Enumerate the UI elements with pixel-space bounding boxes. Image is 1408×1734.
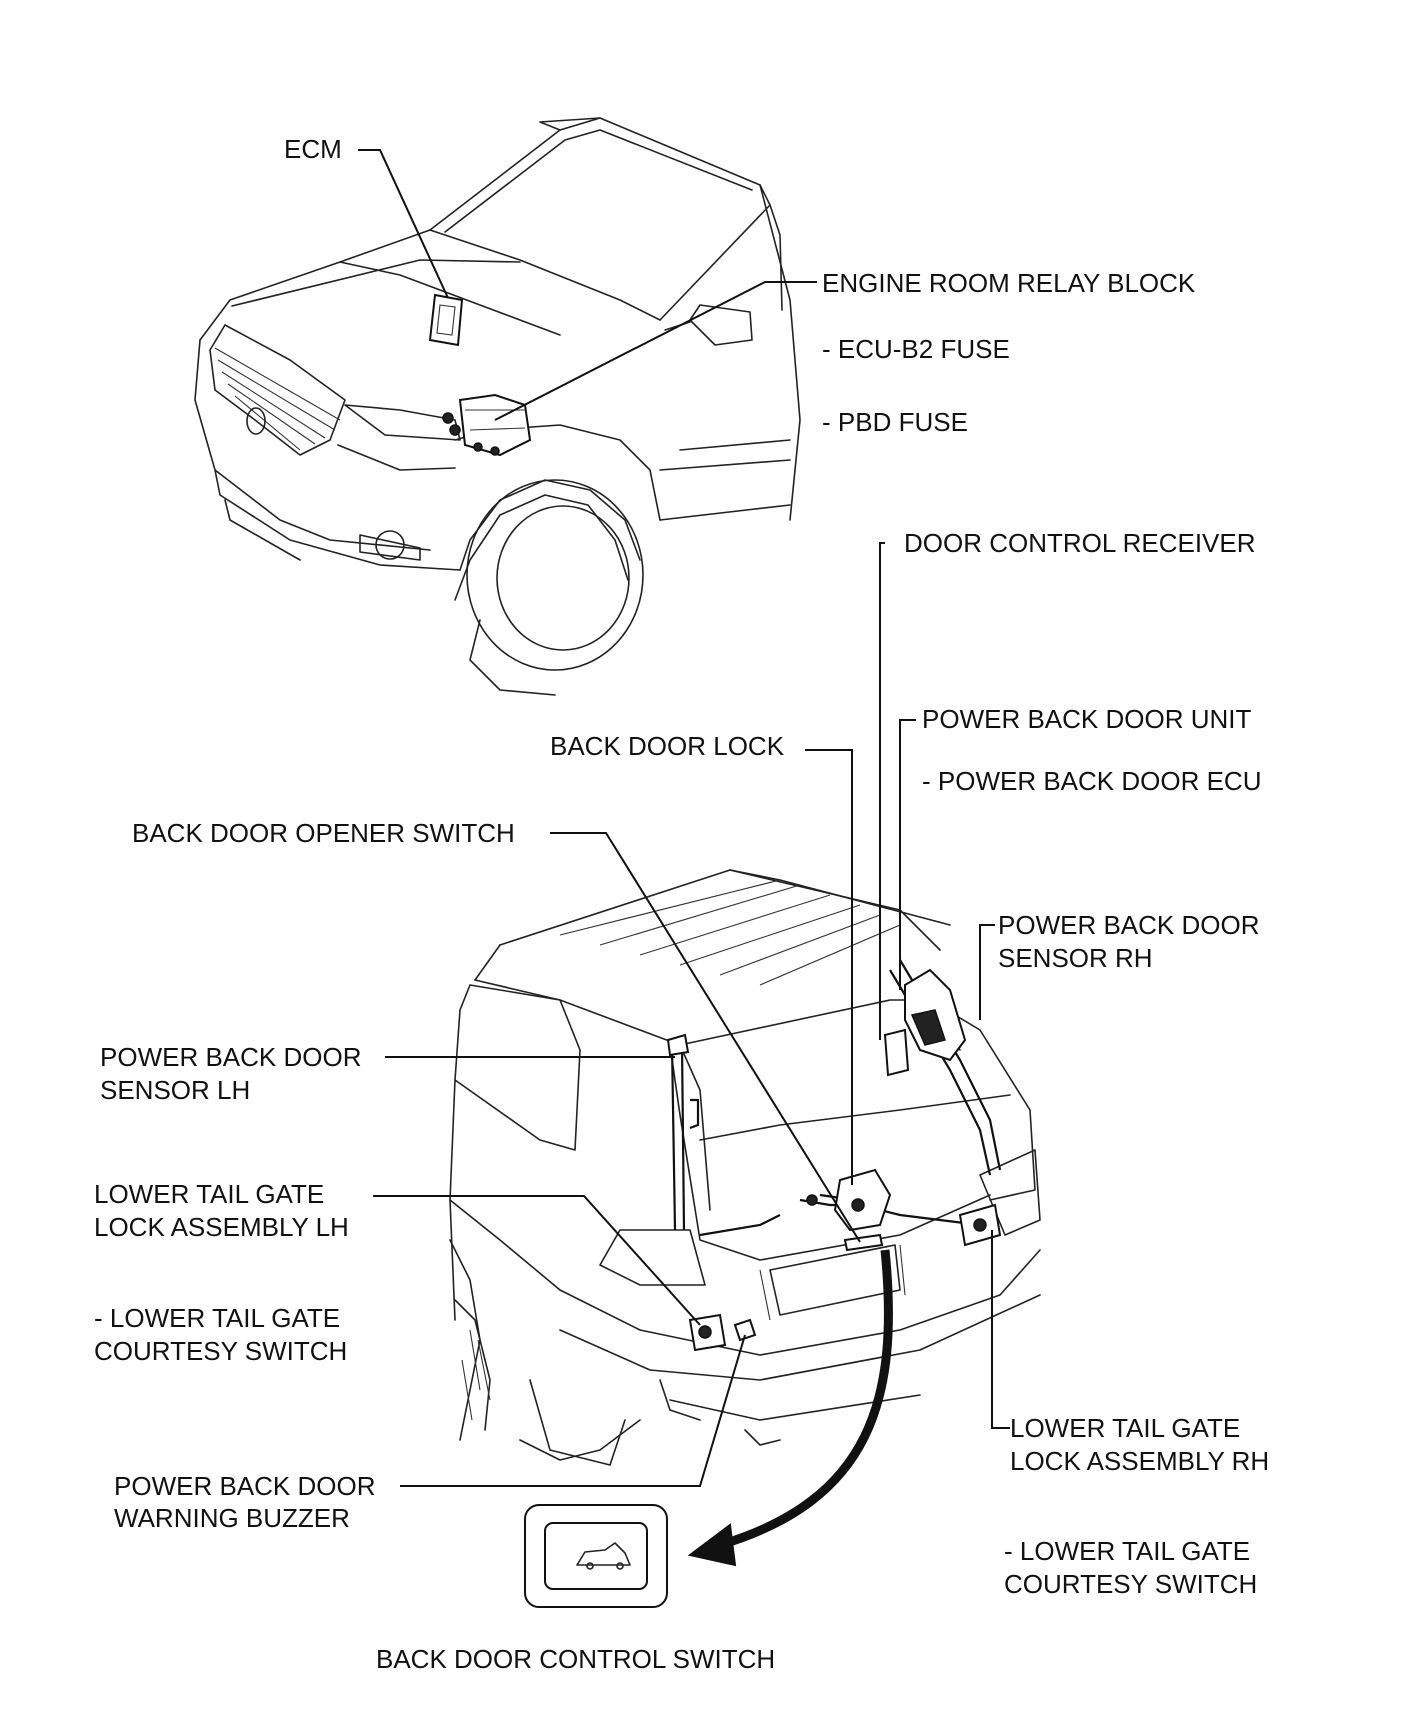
label-buzzer-line2: WARNING BUZZER (114, 1503, 350, 1533)
leader-lines (358, 149, 1010, 1487)
label-ecu-b2-fuse: - ECU-B2 FUSE (822, 334, 1010, 364)
label-back-door-lock: BACK DOOR LOCK (550, 731, 785, 761)
label-pbd-sensor-rh-line2: SENSOR RH (998, 943, 1153, 973)
label-buzzer-line1: POWER BACK DOOR (114, 1471, 375, 1501)
label-power-back-door-unit: POWER BACK DOOR UNIT (922, 704, 1251, 734)
front-vehicle-illustration (194, 117, 801, 696)
label-power-back-door-ecu: - POWER BACK DOOR ECU (922, 766, 1261, 796)
label-lower-tail-gate-rh-line2: LOCK ASSEMBLY RH (1010, 1446, 1269, 1476)
open-tailgate-car-icon (576, 1542, 631, 1570)
label-back-door-control-switch: BACK DOOR CONTROL SWITCH (376, 1644, 775, 1674)
back-door-control-switch-detail (524, 1249, 893, 1608)
label-courtesy-rh-line2: COURTESY SWITCH (1004, 1569, 1257, 1599)
label-pbd-sensor-lh-line2: SENSOR LH (100, 1075, 250, 1105)
label-courtesy-lh-line2: COURTESY SWITCH (94, 1336, 347, 1366)
label-pbd-fuse: - PBD FUSE (822, 407, 968, 437)
label-lower-tail-gate-lh-line2: LOCK ASSEMBLY LH (94, 1212, 349, 1242)
label-pbd-sensor-lh-line1: POWER BACK DOOR (100, 1042, 361, 1072)
rear-vehicle-illustration (449, 869, 1041, 1466)
label-back-door-opener-switch: BACK DOOR OPENER SWITCH (132, 818, 515, 848)
label-courtesy-rh-line1: - LOWER TAIL GATE (1004, 1536, 1250, 1566)
label-pbd-sensor-rh-line1: POWER BACK DOOR (998, 910, 1259, 940)
label-ecm: ECM (284, 134, 342, 164)
label-door-control-receiver: DOOR CONTROL RECEIVER (904, 528, 1256, 558)
labels: ECM ENGINE ROOM RELAY BLOCK - ECU-B2 FUS… (94, 134, 1269, 1674)
label-engine-room-relay-block: ENGINE ROOM RELAY BLOCK (822, 268, 1196, 298)
label-lower-tail-gate-rh-line1: LOWER TAIL GATE (1010, 1413, 1240, 1443)
label-courtesy-lh-line1: - LOWER TAIL GATE (94, 1303, 340, 1333)
label-lower-tail-gate-lh-line1: LOWER TAIL GATE (94, 1179, 324, 1209)
